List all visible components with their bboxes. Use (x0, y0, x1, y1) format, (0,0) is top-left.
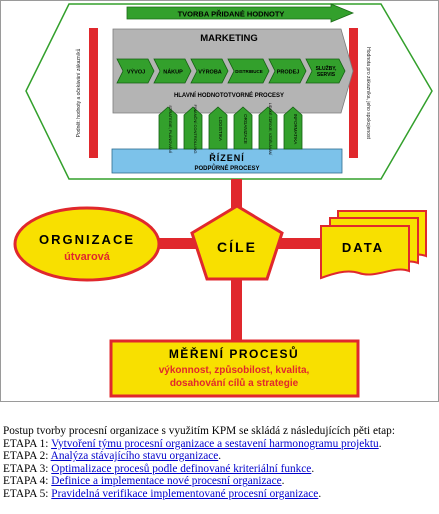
stage-5-label: ETAPA 5: (3, 487, 52, 500)
stage-1-label: ETAPA 1: (3, 437, 52, 450)
support-column-controlling (183, 106, 203, 150)
stage-5-link[interactable]: Pravidelná verifikace implementované pro… (51, 487, 319, 500)
stage-3: ETAPA 3: Optimalizace procesů podle defi… (3, 463, 437, 476)
data-label: DATA (342, 240, 384, 255)
support-column-logistika (208, 106, 228, 150)
customer-value-bar (349, 28, 358, 158)
value-creation-arrow (126, 3, 355, 23)
chain-step-nakup-label: NÁKUP (163, 69, 183, 76)
stage-3-label: ETAPA 3: (3, 462, 52, 475)
stage-1: ETAPA 1: Vytvoření týmu procesní organiz… (3, 438, 437, 451)
stage-1-end: . (378, 437, 382, 450)
data-documents (320, 210, 427, 280)
support-processes-label: PODPŮRNÉ PROCESY (194, 164, 259, 172)
stage-5-end: . (318, 487, 322, 500)
customer-input-bar (89, 28, 98, 158)
rizeni-label: ŘÍZENÍ (209, 152, 245, 163)
measurement-box (109, 339, 360, 398)
chain-step-vyroba (190, 58, 229, 84)
stage-2: ETAPA 2: Analýza stávajícího stavu organ… (3, 450, 437, 463)
measurement-line-2: dosahování cílů a strategie (170, 377, 299, 389)
customer-input-label: Podnět: hodnoty a očekávání zákazníků (75, 48, 82, 137)
main-processes-label: HLAVNÍ HODNOTOTVORNÉ PROCESY (174, 91, 284, 99)
support-column-lidske-zdroje (258, 106, 278, 150)
process-diagram-figure: TVORBA PŘIDANÉ HODNOTY Podnět: hodnoty a… (0, 0, 439, 402)
chain-step-sluzby-label: SLUŽBY,SERVIS (316, 64, 337, 78)
support-column-logistika-label: LOGISTIKA (218, 117, 223, 141)
intro-text: Postup tvorby procesní organizace s využ… (3, 425, 395, 437)
chain-step-vyvoj (116, 58, 155, 84)
organization-title: ORGNIZACE (39, 232, 135, 247)
support-column-strategie (158, 106, 178, 150)
customer-value-label: Hodnota pro zákazníka, jeho spokojenost (365, 47, 371, 139)
stage-3-end: . (311, 462, 315, 475)
main-processes-arrow (112, 28, 354, 114)
stage-2-label: ETAPA 2: (3, 450, 51, 463)
stage-1-link[interactable]: Vytvoření týmu procesní organizace a ses… (51, 437, 379, 450)
data-document-front (320, 225, 410, 280)
chain-step-sluzby (305, 58, 346, 84)
chain-step-distribuce (227, 58, 270, 84)
stage-4-label: ETAPA 4: (3, 475, 52, 488)
process-stages-text: Postup tvorby procesní organizace s využ… (3, 425, 437, 501)
chain-step-prodej (268, 58, 307, 84)
organization-subtitle: útvarová (64, 251, 111, 263)
process-diagram: TVORBA PŘIDANÉ HODNOTY Podnět: hodnoty a… (13, 3, 433, 398)
chain-step-distribuce-label: DISTRIBUCE (235, 69, 263, 74)
organization-ellipse (13, 206, 161, 282)
stage-5: ETAPA 5: Pravidelná verifikace implement… (3, 488, 437, 501)
stage-4-link[interactable]: Definice a implementace nové procesní or… (51, 475, 282, 488)
support-column-organizace-label: ORGANIZACE (243, 114, 248, 144)
support-column-lidske-zdroje-label: LIDSKÉ ZDROJE, VZDĚLÁVÁNÍ (268, 103, 273, 156)
stage-4: ETAPA 4: Definice a implementace nové pr… (3, 475, 437, 488)
stage-2-link[interactable]: Analýza stávajícího stavu organizace (50, 450, 219, 463)
stage-2-end: . (218, 450, 222, 463)
value-chain-steps: VÝVOJ NÁKUP VÝROBA DISTRIBUCE PRODEJ SLU… (116, 58, 346, 84)
management-band (111, 148, 343, 174)
chain-step-nakup (153, 58, 192, 84)
support-column-strategie-label: STRATEGIE, PLÁNOVÁNÍ (168, 105, 173, 153)
support-column-controlling-label: FINANČNÍ CONTROLLING (193, 105, 198, 154)
stage-4-end: . (281, 475, 285, 488)
stage-3-link[interactable]: Optimalizace procesů podle definované kr… (51, 462, 312, 475)
measurement-title: MĚŘENÍ PROCESŮ (169, 345, 299, 361)
support-column-organizace (233, 106, 253, 150)
goals-pentagon (190, 204, 284, 281)
chain-step-vyvoj-label: VÝVOJ (127, 69, 145, 76)
chain-step-vyroba-label: VÝROBA (198, 69, 222, 76)
support-column-informatika-label: INFORMATIKA (293, 114, 298, 144)
marketing-label: MARKETING (200, 33, 258, 44)
value-creation-label: TVORBA PŘIDANÉ HODNOTY (178, 10, 285, 19)
goals-label: CÍLE (217, 239, 257, 255)
support-column-informatika (283, 106, 303, 150)
measurement-line-1: výkonnost, způsobilost, kvalita, (159, 364, 310, 376)
support-columns: STRATEGIE, PLÁNOVÁNÍ FINANČNÍ CONTROLLIN… (158, 103, 303, 156)
chain-step-prodej-label: PRODEJ (277, 70, 300, 76)
